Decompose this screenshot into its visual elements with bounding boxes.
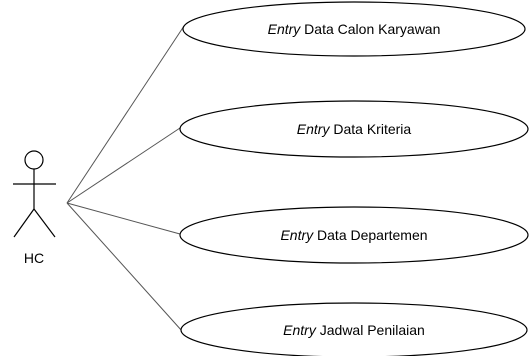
association-line-4	[66, 202, 183, 332]
actor-right-leg	[33, 208, 56, 238]
association-line-2	[66, 127, 181, 204]
use-case-entry-data-kriteria[interactable]: Entry Data Kriteria	[179, 100, 529, 158]
actor-label: HC	[24, 250, 44, 266]
use-case-label: Entry Jadwal Penilaian	[283, 322, 425, 338]
use-case-emphasis: Entry	[268, 21, 302, 37]
association-line-1	[66, 25, 185, 204]
use-case-ellipse	[180, 302, 528, 356]
use-case-entry-data-calon-karyawan[interactable]: Entry Data Calon Karyawan	[182, 1, 526, 57]
use-case-label: Entry Data Calon Karyawan	[268, 21, 441, 37]
use-case-ellipse	[179, 100, 529, 158]
actor-head	[24, 150, 44, 170]
association-line-3	[66, 202, 181, 235]
use-case-ellipse	[182, 1, 526, 57]
association-lines	[66, 25, 185, 332]
use-case-emphasis: Entry	[297, 121, 331, 137]
use-case-text: Jadwal Penilaian	[316, 322, 425, 338]
use-case-entry-data-departemen[interactable]: Entry Data Departemen	[179, 206, 529, 264]
use-case-entry-jadwal-penilaian[interactable]: Entry Jadwal Penilaian	[180, 302, 528, 356]
use-case-ellipse	[179, 206, 529, 264]
actor-hc[interactable]: HC	[13, 150, 56, 266]
use-case-text: Data Calon Karyawan	[300, 21, 440, 37]
use-case-label: Entry Data Kriteria	[297, 121, 412, 137]
use-case-text: Data Kriteria	[329, 121, 411, 137]
actor-left-leg	[13, 208, 35, 238]
use-case-text: Data Departemen	[313, 227, 427, 243]
use-case-label: Entry Data Departemen	[280, 227, 427, 243]
stick-figure-actor-icon	[13, 150, 56, 238]
use-case-emphasis: Entry	[283, 322, 317, 338]
use-case-emphasis: Entry	[280, 227, 314, 243]
